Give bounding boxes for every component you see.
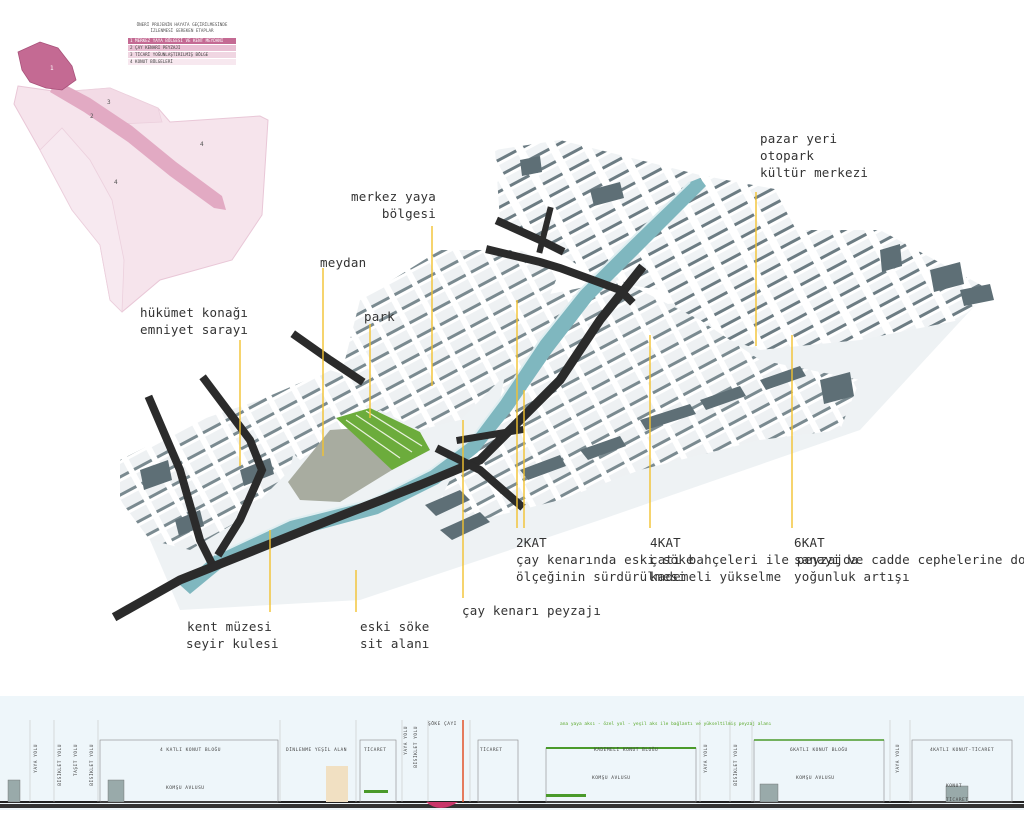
label-6kat: 6KAT sanayi ve cadde cephelerine doğru y…	[794, 534, 1024, 585]
label-4kat: 4KAT çatı bahçeleri ile peyzajda kademel…	[650, 534, 859, 585]
key-map-zone-4-left	[39, 127, 125, 313]
section-vertical-label: YAYA YOLU	[704, 744, 709, 773]
section-baseline	[0, 804, 1024, 808]
label-line: kültür merkezi	[760, 165, 869, 180]
section-vertical-label: BİSİKLET YOLU	[734, 744, 739, 786]
label-kent-muzesi: kent müzesi seyir kulesi	[186, 618, 279, 652]
building-field-east	[640, 230, 990, 350]
label-meydan: meydan	[320, 254, 366, 271]
key-map-zone-1	[17, 41, 77, 91]
legend-title: ÖNERİ PROJENİN HAYATA GEÇİRİLMESİNDE İZL…	[128, 22, 236, 34]
section-vertical-label: BİSİKLET YOLU	[58, 744, 63, 786]
axonometric-plan	[111, 140, 994, 622]
section-river	[426, 802, 458, 808]
key-map-river-band	[50, 80, 226, 210]
label-line: çay kenarı peyzajı	[462, 603, 602, 618]
label-hukumet-konagi: hükümet konağı emniyet sarayı	[140, 304, 249, 338]
label-line: meydan	[320, 255, 367, 270]
label-line: yoğunluk artışı	[794, 569, 910, 584]
section-label: 4KATLI KONUT-TİCARET	[930, 748, 995, 753]
section-green-roof	[364, 790, 388, 793]
label-line: kent müzesi	[187, 619, 272, 634]
building-field-center	[340, 250, 560, 430]
section-vertical-label: YAYA YOLU	[404, 726, 409, 755]
label-line: kademeli yükselme	[650, 569, 782, 584]
section-lower-label: KOMŞU AVLUSU	[592, 776, 631, 781]
section-label: KADEMELİ KONUT BLOĞU	[594, 748, 659, 753]
legend-item: 3 TİCARİ YOĞUNLAŞTIRILMIŞ BÖLGE	[128, 52, 236, 58]
label-merkez-yaya: merkez yaya bölgesi	[340, 188, 436, 222]
label-line: hükümet konağı	[140, 305, 249, 320]
section-vertical-label: YAYA YOLU	[896, 744, 901, 773]
legend-title-line: İZLENMESİ GEREKEN ETAPLAR	[150, 28, 214, 33]
label-line: 4KAT	[650, 535, 681, 550]
section-lower-label: KONUT	[946, 784, 963, 789]
river-channel	[180, 178, 706, 594]
section-lower-label: TİCARET	[946, 798, 969, 803]
section-lower-label: KOMŞU AVLUSU	[796, 776, 835, 781]
label-line: otopark	[760, 148, 815, 163]
legend-title-line: ÖNERİ PROJENİN HAYATA GEÇİRİLMESİNDE	[136, 22, 228, 27]
label-line: 2KAT	[516, 535, 547, 550]
section-label: TİCARET	[480, 748, 503, 753]
section-lower-label: KOMŞU AVLUSU	[166, 786, 205, 791]
legend-item: 4 KONUT BÖLGELERİ	[128, 59, 236, 65]
building-field-midwest	[260, 370, 380, 460]
label-line: seyir kulesi	[186, 636, 279, 651]
label-line: ölçeğinin sürdürülmesi	[516, 569, 686, 584]
street-section	[0, 696, 1024, 810]
key-map-zone-number: 1	[50, 65, 54, 72]
meydan-plaza	[288, 428, 392, 502]
label-line: emniyet sarayı	[140, 322, 249, 337]
label-pazar-yeri: pazar yeri otopark kültür merkezi	[760, 130, 868, 181]
label-line: çay kenarında eski söke	[516, 552, 694, 567]
section-trees	[7, 779, 969, 803]
label-line: sit alanı	[360, 636, 430, 651]
section-vertical-label: BİSİKLET YOLU	[90, 744, 95, 786]
section-green-roof	[546, 794, 586, 797]
section-columns	[29, 720, 911, 802]
park-paths	[345, 410, 423, 459]
section-band	[0, 696, 1024, 810]
label-line: merkez yaya	[351, 189, 436, 204]
key-map: 1 2 3 4 4	[13, 41, 269, 313]
section-label: 6KATLI KONUT BLOĞU	[790, 748, 848, 753]
key-map-zone-number: 3	[107, 99, 111, 106]
label-line: pazar yeri	[760, 131, 838, 146]
section-vertical-label: TAŞIT YOLU	[74, 744, 79, 777]
section-sand-block	[326, 766, 348, 802]
key-map-zone-number: 4	[200, 141, 204, 148]
section-buildings	[99, 739, 1013, 803]
river-edge	[214, 181, 691, 556]
section-label: ŞÖKE ÇAYI	[428, 722, 457, 727]
section-vertical-label: BİSİKLET YOLU	[414, 726, 419, 768]
annotation-leaders	[239, 192, 793, 612]
section-vertical-label: YAYA YOLU	[34, 744, 39, 773]
section-green-note: ana yaya aksı - özel yol - yeşil aks ile…	[560, 722, 772, 727]
label-line: park	[364, 309, 395, 324]
section-label: DİNLENME YEŞİL ALAN	[286, 748, 347, 753]
label-cay-kenari: çay kenarı peyzajı	[462, 602, 601, 619]
label-park: park	[364, 308, 395, 325]
label-line: bölgesi	[381, 206, 436, 221]
legend-item: 1 MERKEZ YAYA BÖLGESİ VE KENT MEYDANI	[128, 38, 236, 44]
label-eski-soke: eski söke sit alanı	[360, 618, 430, 652]
park-green	[336, 408, 430, 470]
section-label: 4 KATLI KONUT BLOĞU	[160, 748, 221, 753]
label-line: 6KAT	[794, 535, 825, 550]
key-map-zone-number: 4	[114, 179, 118, 186]
label-2kat: 2KAT çay kenarında eski söke ölçeğinin s…	[516, 534, 694, 585]
section-label: TİCARET	[364, 748, 387, 753]
dark-building-blocks	[140, 156, 994, 540]
label-line: sanayi ve cadde cephelerine doğru	[794, 552, 1024, 567]
key-map-zone-number: 2	[90, 113, 94, 120]
label-line: çatı bahçeleri ile peyzajda	[650, 552, 859, 567]
key-map-legend: ÖNERİ PROJENİN HAYATA GEÇİRİLMESİNDE İZL…	[128, 22, 236, 66]
legend-item: 2 ÇAY KENARI PEYZAJI	[128, 45, 236, 51]
label-line: eski söke	[360, 619, 430, 634]
road-network	[111, 206, 647, 622]
